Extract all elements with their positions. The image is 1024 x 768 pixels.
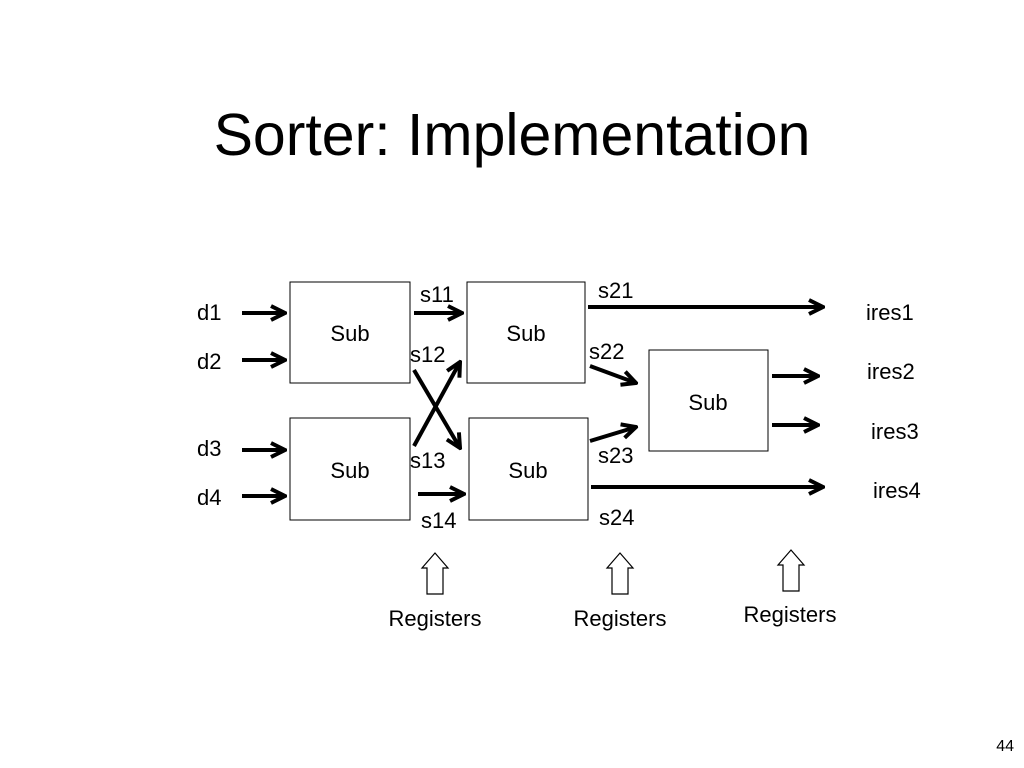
sub-block-1: Sub [289, 281, 411, 384]
signal-label-s21: s21 [598, 278, 633, 303]
sub-block-4-label: Sub [508, 458, 547, 483]
output-label-ires2: ires2 [867, 359, 915, 384]
input-label-d3: d3 [197, 436, 221, 461]
sub-block-2: Sub [289, 417, 411, 521]
output-label-ires1: ires1 [866, 300, 914, 325]
signal-label-s11: s11 [420, 282, 454, 307]
sub-block-5-label: Sub [688, 390, 727, 415]
sub-block-1-label: Sub [330, 321, 369, 346]
register-up-arrow-1 [420, 552, 450, 595]
register-label-2: Registers [574, 606, 667, 631]
output-label-ires3: ires3 [871, 419, 919, 444]
signal-arrow-s13 [412, 362, 460, 447]
output-label-ires4: ires4 [873, 478, 921, 503]
signal-label-s24: s24 [599, 505, 634, 530]
signal-label-s14: s14 [421, 508, 456, 533]
sub-block-2-label: Sub [330, 458, 369, 483]
signal-arrow-s23 [589, 427, 636, 443]
page-number: 44 [996, 738, 1014, 755]
sub-block-4: Sub [468, 417, 589, 521]
register-label-1: Registers [389, 606, 482, 631]
signal-label-s22: s22 [589, 339, 624, 364]
signal-label-s13: s13 [410, 448, 445, 473]
input-label-d1: d1 [197, 300, 221, 325]
sub-block-5: Sub [648, 349, 769, 452]
register-up-arrow-2 [605, 552, 635, 595]
signal-label-s12: s12 [410, 342, 445, 367]
sub-block-3: Sub [466, 281, 586, 384]
register-label-3: Registers [744, 602, 837, 627]
register-up-arrow-3 [776, 549, 806, 592]
slide-title: Sorter: Implementation [213, 102, 811, 168]
input-label-d4: d4 [197, 485, 221, 510]
signal-arrow-s22 [589, 364, 636, 383]
signal-arrow-s12 [412, 368, 460, 448]
input-label-d2: d2 [197, 349, 221, 374]
signal-label-s23: s23 [598, 443, 633, 468]
sub-block-3-label: Sub [506, 321, 545, 346]
